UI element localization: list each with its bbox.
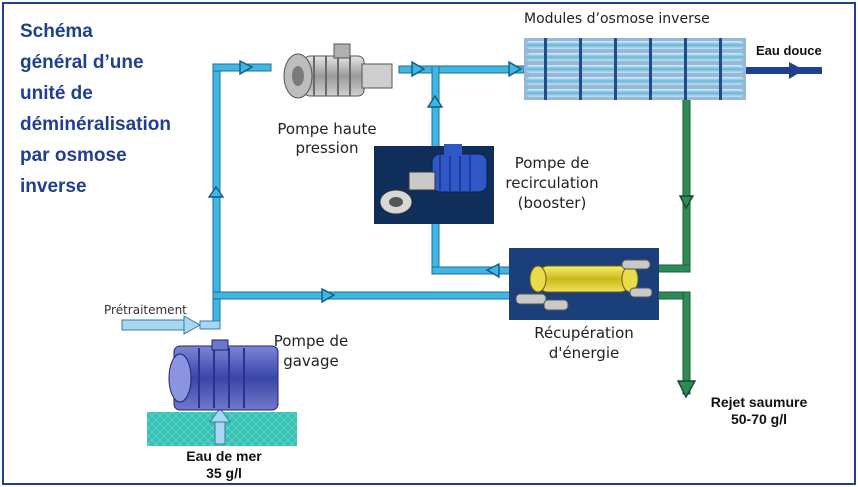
process-diagram — [121, 38, 822, 446]
sea-intake-arrow — [209, 407, 231, 445]
booster-label-line-2: recirculation — [505, 174, 599, 192]
title-line-4: déminéralisation — [20, 114, 171, 135]
booster-pump-image — [374, 144, 494, 224]
hp-pump-label-line-2: pression — [295, 139, 359, 157]
modules-label: Modules d’osmose inverse — [524, 11, 710, 27]
hp-pump-label-line-1: Pompe haute — [277, 120, 377, 138]
ro-modules-image — [524, 38, 746, 100]
brine-label-line-2: 50-70 g/l — [730, 411, 788, 427]
title-line-1: Schéma — [20, 21, 93, 42]
feed-pump-label-line-1: Pompe de — [273, 332, 349, 350]
seawater-flow-arrows — [207, 59, 523, 304]
seawater-label-line-1: Eau de mer — [186, 448, 262, 464]
seawater-label-line-2: 35 g/l — [206, 465, 242, 481]
high-pressure-pump-image — [272, 42, 396, 110]
pretreatment-label: Prétraitement — [104, 303, 187, 317]
feed-pump-label-line-2: gavage — [283, 352, 339, 370]
freshwater-outlet — [746, 62, 822, 79]
booster-label-line-3: (booster) — [517, 194, 587, 212]
energy-recovery-image — [509, 248, 659, 320]
energy-recovery-label-line-1: Récupération — [534, 324, 634, 342]
brine-flow-arrows — [676, 195, 697, 399]
booster-label-line-1: Pompe de — [514, 154, 590, 172]
title-line-2: général d’une — [20, 52, 144, 73]
brine-label-line-1: Rejet saumure — [710, 394, 808, 410]
title-line-5: par osmose — [20, 145, 127, 166]
title-line-6: inverse — [20, 176, 87, 197]
pretreatment-inlet-arrow — [121, 315, 221, 335]
feed-pump-image — [168, 339, 279, 411]
title-line-3: unité de — [20, 83, 93, 104]
energy-recovery-label-line-2: d'énergie — [548, 344, 620, 362]
fresh-water-label: Eau douce — [756, 43, 822, 58]
